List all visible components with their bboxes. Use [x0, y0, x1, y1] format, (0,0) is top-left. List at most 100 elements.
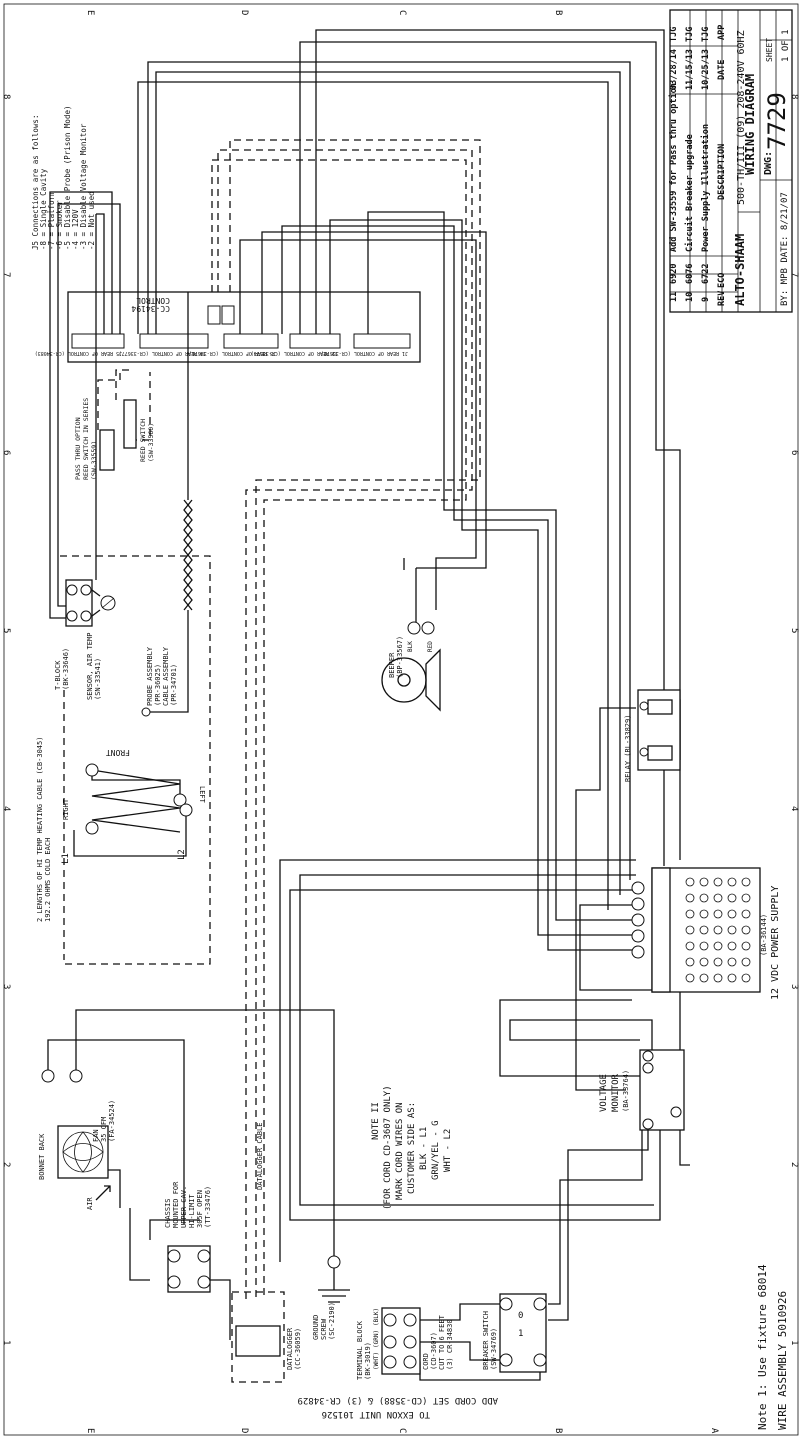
- probe-cable-label: CABLE ASSEMBLY: [162, 646, 170, 706]
- beeper-red: RED: [427, 641, 434, 652]
- drawing-border: [3, 3, 799, 1436]
- wires-solid: [47, 29, 690, 1381]
- header-date: DATE: [717, 60, 727, 80]
- chassis-mounted: MOUNTED FOR: [172, 1181, 180, 1228]
- datalogger-part: (CC-36059): [294, 1328, 302, 1370]
- col-label-2-left: 2: [1, 1162, 11, 1167]
- model-label: 500-TH/III (09) 208-240V 60HZ: [736, 30, 747, 205]
- chassis-upper-cav: UPPER CAV.: [180, 1186, 188, 1228]
- row-label-c-bottom: C: [397, 1428, 407, 1433]
- terminal-block: TERMINAL BLOCK (BK-3019) (BLK) (GRN) (WH…: [356, 1307, 454, 1380]
- breaker-switch: 1 0 BREAKER SWITCH (SW-34769): [482, 1293, 547, 1373]
- t-block: T-BLOCK (BK-33646): [54, 579, 93, 690]
- rev-9-desc: Power Supply Illustration: [700, 124, 711, 252]
- fan-cfm: 35 CFM: [100, 1117, 108, 1142]
- col-label-5-left: 5: [1, 628, 11, 633]
- control-jumper-b: [221, 305, 235, 325]
- power-supply: 12 VDC POWER SUPPLY (BA-36144): [631, 867, 781, 1000]
- probe-cable-twist: [141, 292, 193, 717]
- bonnet-back-label: BONNET BACK: [38, 1133, 46, 1180]
- terminal-blk: (BLK): [373, 1308, 380, 1326]
- rev-10-app: TJG: [685, 27, 695, 42]
- sheet-number: 1 OF 1: [781, 29, 791, 62]
- pass-thru-series: REED SWITCH IN SERIES: [82, 398, 90, 480]
- dwg-number: 7729: [763, 92, 791, 150]
- fan-label: FAN: [92, 1129, 100, 1142]
- title-block: 11 6920 Add SW-33559 for Pass thru optio…: [668, 9, 793, 313]
- chassis-hi-limit: HI-LIMIT: [188, 1193, 196, 1228]
- beeper-blk: BLK: [407, 641, 414, 652]
- voltage-monitor-part: (BA-33764): [622, 1070, 630, 1112]
- row-label-d-bottom: D: [239, 1428, 249, 1433]
- j5-note-0: J5 Connections are as follows:: [31, 115, 40, 250]
- heating-l1-label: L1: [61, 853, 71, 864]
- border-row-labels: E D C B A E D C B A: [85, 10, 719, 1434]
- row-label-d-top: D: [239, 10, 249, 15]
- beeper-label: BEEPER: [388, 652, 396, 678]
- rev-10-rev: 10: [685, 292, 695, 302]
- col-label-3-left: 3: [1, 984, 11, 989]
- control-jumper-a: [207, 305, 221, 325]
- cord-length: CUT TO 6 FEET: [438, 1314, 446, 1370]
- ground-part: (SC-2190): [328, 1302, 336, 1340]
- breaker-one: 1: [518, 1329, 523, 1339]
- j1-connector-label: J1 REAR OF CONTROL (CR-33670): [321, 350, 408, 356]
- beeper-part: (BP-33567): [396, 636, 404, 678]
- sheet-label: SHEET: [765, 38, 774, 62]
- fan: BONNET BACK FAN 35 CFM (FA-34524) AIR: [38, 1069, 116, 1210]
- sensor-part: (SN-33541): [94, 658, 102, 700]
- header-app: APP: [717, 25, 727, 40]
- control-board-outline: [67, 291, 421, 363]
- control-label: CONTROL: [136, 296, 170, 305]
- wires-dashed: [60, 139, 481, 1383]
- power-supply-part: (BA-36144): [760, 914, 768, 956]
- note-ii-title: NOTE II: [371, 1102, 381, 1140]
- note-ii-line-6: WHT - L2: [443, 1129, 453, 1172]
- cord-connectors: (3) CR-34830: [446, 1319, 454, 1370]
- air-temp-sensor: SENSOR, AIR TEMP (SN-33541): [86, 589, 116, 700]
- by-date-label: BY: MPB DATE: 8/21/07: [780, 192, 790, 306]
- voltage-monitor: VOLTAGE MONITOR (BA-33764): [599, 1049, 685, 1131]
- j3-connector-label: J3 REAR OF CONTROL (CR-33676): [189, 350, 276, 356]
- breaker-label: BREAKER SWITCH: [482, 1311, 490, 1370]
- col-label-7-left: 7: [1, 272, 11, 277]
- chassis-part: (TT-33476): [204, 1186, 212, 1228]
- breaker-zero: 0: [518, 1311, 523, 1321]
- note-ii-line-3: CUSTOMER SIDE AS:: [407, 1102, 417, 1194]
- datalogger-label: DATALOGGER: [286, 1327, 294, 1370]
- col-label-8-left: 8: [1, 94, 11, 99]
- col-label-2-right: 2: [789, 1162, 799, 1167]
- cord-part: (CD-3607): [430, 1332, 438, 1370]
- j5-note-3: -6 = Smoker: [55, 200, 64, 250]
- control-board: CONTROL CC-34194 J5 REAR OF CONTROL (CR-…: [35, 291, 421, 363]
- col-label-3-right: 3: [789, 984, 799, 989]
- j5-connector-label: J5 REAR OF CONTROL (CR-34083): [35, 350, 122, 356]
- power-supply-label: 12 VDC POWER SUPPLY: [770, 886, 781, 1000]
- hi-limit-thermostat: CHASSIS MOUNTED FOR UPPER CAV. HI-LIMIT …: [164, 1181, 212, 1293]
- chassis-open-temp: 305F OPEN: [196, 1190, 204, 1228]
- col-label-1-right: 1: [789, 1340, 799, 1345]
- add-cord-note: ADD CORD SET (CD-3588) & (3) CR-34829 TO…: [298, 1395, 498, 1419]
- row-label-c-top: C: [397, 10, 407, 15]
- rev-10-date: 11/15/13: [685, 49, 695, 90]
- probe-label: PROBE ASSEMBLY: [146, 646, 154, 706]
- rev-9-date: 10/25/13: [701, 49, 711, 90]
- j5-note-6: -3 = Disable Voltage Monitor: [79, 123, 88, 250]
- row-label-e-top: E: [85, 10, 95, 15]
- terminal-grn: (GRN): [373, 1330, 380, 1348]
- border-col-labels: 1 2 3 4 5 6 7 8 1 2 3 4 5 6 7 8: [1, 94, 799, 1345]
- air-label: AIR: [86, 1197, 94, 1210]
- col-label-6-right: 6: [789, 450, 799, 455]
- datalogger: DATALOGGER (CC-36059) DATALOGGER CABLE: [235, 1123, 302, 1370]
- wire-assembly-number: WIRE ASSEMBLY 5010926: [776, 1291, 789, 1430]
- row-label-e-bottom: E: [85, 1428, 95, 1433]
- row-label-b-top: B: [553, 10, 563, 15]
- rev-9-eco: 6722: [701, 264, 711, 284]
- rev-11-eco: 6920: [669, 264, 679, 284]
- j5-notes: J5 Connections are as follows: -8 = Sing…: [31, 106, 96, 251]
- rev-9-app: TJG: [701, 27, 711, 42]
- datalogger-enclosure: [231, 1291, 285, 1383]
- col-label-4-right: 4: [789, 806, 799, 811]
- note-1-fixture: Note 1: Use fixture 68014: [756, 1264, 769, 1430]
